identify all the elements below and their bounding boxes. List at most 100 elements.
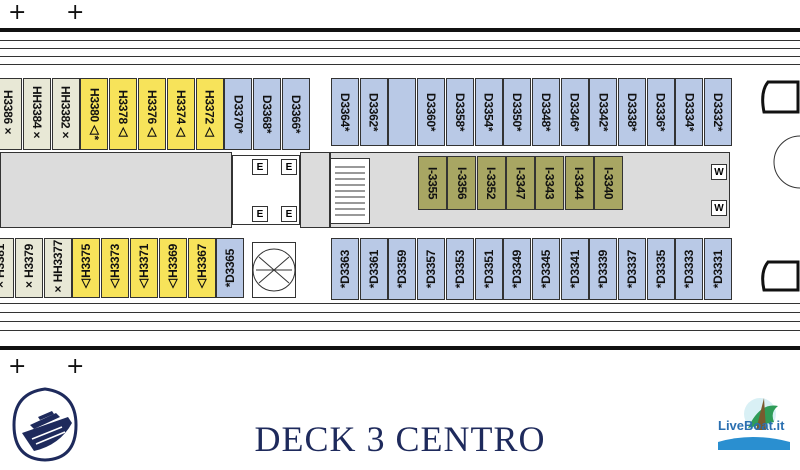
cabin-label: *D3359 [395, 249, 410, 289]
cabin-label: I-3355 [425, 166, 440, 200]
cabin: I-3356 [447, 156, 477, 210]
cabin-label: *D3339 [596, 249, 611, 289]
cabin: I-3347 [505, 156, 535, 210]
cabin: H3376△ [138, 78, 166, 150]
cabin: *D3341 [560, 238, 589, 300]
cabin: △H3369 [158, 238, 187, 298]
cabin-label: D3336* [653, 92, 668, 132]
cabin: D3360* [417, 78, 446, 146]
cabin: ×H3379 [14, 238, 43, 298]
cabin-label: I-3343 [542, 166, 557, 200]
cabin: D3364* [331, 78, 359, 146]
deck-title: DECK 3 CENTRO [254, 419, 546, 459]
deck-stripe [0, 330, 800, 331]
deck-stripe [0, 312, 800, 313]
cabin-label: *D3341 [567, 249, 582, 289]
cabin-label: △H3371 [137, 244, 151, 292]
elevator-label: E [252, 159, 268, 175]
hull-edge-bottom [0, 346, 800, 350]
cabin-label: D3368* [260, 94, 275, 134]
deck-stripe [0, 303, 800, 304]
cabin: *D3335 [646, 238, 675, 300]
cabin-label: H3372△ [202, 90, 217, 138]
cabin: △H3373 [101, 238, 130, 298]
cabin-label: D3332* [711, 92, 726, 132]
cabin: D3336* [646, 78, 675, 146]
corridor-left [0, 152, 232, 228]
elevator-label: E [281, 206, 297, 222]
cabin-label: HH3382× [58, 86, 73, 142]
cabin-label: *D3331 [711, 249, 726, 289]
cabin-label: I-3356 [454, 166, 469, 200]
elevator-label: E [281, 159, 297, 175]
cabin: H3386× [0, 78, 22, 150]
cabin-label: D3370* [231, 94, 246, 134]
cabin: *D3339 [589, 238, 618, 300]
cabin: HH3382× [51, 78, 80, 150]
cabin-label: △H3367 [194, 244, 209, 292]
liveboat-logo-icon: LiveBoat.it [718, 398, 790, 450]
cabin: ×H3381 [0, 238, 14, 298]
cabin-label: H3378△ [116, 90, 131, 138]
midship-stair [330, 158, 370, 224]
cabin-label: I-3344 [572, 166, 586, 200]
cabin-label: I-3352 [484, 166, 499, 200]
cabin-label: D3360* [424, 92, 439, 132]
cabin-label: *D3361 [366, 249, 381, 289]
cabin-label: HH3384× [29, 86, 44, 142]
cabin-label: *D3365 [223, 248, 238, 288]
cabin-label: △H3369 [165, 244, 180, 292]
cabin: D3366* [282, 78, 310, 150]
spiral-stair-icon [252, 248, 296, 292]
cabin: D3370* [224, 78, 253, 150]
cabin: *D3359 [388, 238, 417, 300]
cabin-label: H3380△* [87, 88, 102, 140]
hull-edge-top [0, 28, 800, 32]
cabin: ×HH3377 [43, 238, 72, 298]
cabin-label: *D3333 [682, 249, 697, 289]
cabin [388, 78, 417, 146]
cabin: H3380△* [80, 78, 109, 150]
cabin-label: I-3347 [513, 166, 528, 200]
cabin-label: △H3373 [108, 244, 123, 292]
restroom-label: W [711, 164, 727, 180]
cabin: D3338* [618, 78, 646, 146]
cabin: *D3337 [618, 238, 646, 300]
cabin: HH3384× [22, 78, 51, 150]
cabin-label: *D3357 [424, 249, 439, 289]
cabin: △H3367 [187, 238, 216, 298]
cabin: D3332* [704, 78, 733, 146]
cabin: H3372△ [195, 78, 224, 150]
cabin-label: D3350* [510, 92, 525, 132]
cabin-label: △H3375 [79, 244, 94, 292]
cabin: *D3353 [445, 238, 474, 300]
cabin: D3350* [503, 78, 532, 146]
cabin-label: *D3363 [338, 249, 352, 289]
cabin: *D3349 [503, 238, 532, 300]
cabin-label: H3374△ [173, 90, 188, 138]
cabin-label: *D3353 [452, 249, 467, 289]
cabin: D3362* [359, 78, 388, 146]
cabin: *D3361 [359, 238, 388, 300]
cabin: I-3343 [535, 156, 565, 210]
liveboat-logo-text: LiveBoat.it [718, 418, 785, 433]
cabin: I-3340 [593, 156, 623, 210]
cabin: *D3365 [216, 238, 245, 298]
ship-logo-icon [12, 387, 78, 462]
cabin-label: H3376△ [145, 90, 159, 138]
cabin: *D3331 [704, 238, 733, 300]
restroom-label: W [711, 200, 727, 216]
cabin: I-3352 [476, 156, 506, 210]
cabin-label: I-3340 [601, 166, 616, 200]
stair-icon [335, 166, 365, 216]
cabin-label: *D3351 [481, 249, 496, 289]
cabin-label: D3342* [596, 92, 611, 132]
cabin-label: *D3345 [538, 249, 553, 289]
cabin: I-3355 [418, 156, 447, 210]
cabin-label: D3364* [338, 92, 352, 132]
cabin-label: D3358* [452, 92, 467, 132]
deck-stripe [0, 64, 800, 65]
cabin: D3354* [474, 78, 503, 146]
cabin: *D3351 [474, 238, 503, 300]
cabin-label: ×HH3377 [50, 240, 65, 296]
